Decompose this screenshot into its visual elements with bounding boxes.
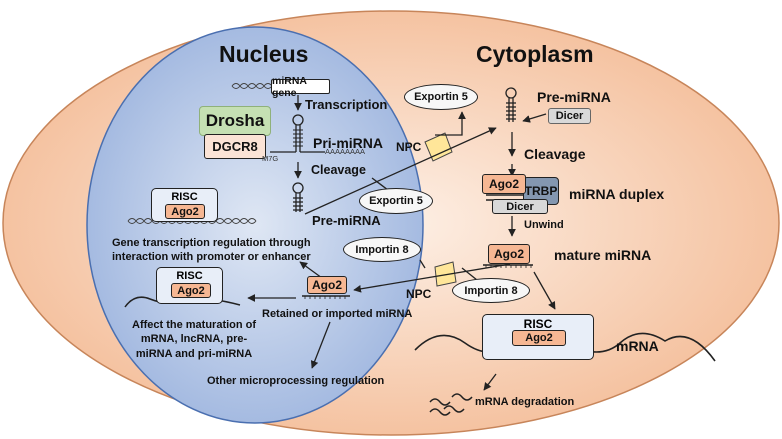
pre-mirna-nucleus-label: Pre-miRNA [312, 213, 381, 228]
pre-mirna-hairpin-nucleus [292, 182, 304, 212]
risc-cyto: RISC Ago2 [482, 314, 594, 360]
ago2-left-box: Ago2 [171, 283, 211, 298]
ago2-risc-box: Ago2 [512, 330, 566, 346]
exportin-top: Exportin 5 [404, 84, 478, 110]
risc-cyto-label: RISC [523, 317, 553, 331]
importin-left: Importin 8 [343, 237, 421, 262]
arrow-to-other-regulation [310, 321, 331, 369]
affect-maturation-label: Affect the maturation of mRNA, lncRNA, p… [132, 319, 257, 360]
polya-label: AAAAAAAA [325, 147, 366, 156]
mature-mirna-label: mature miRNA [554, 247, 652, 263]
cleavage-cyto-label: Cleavage [524, 146, 586, 162]
arrow-dicer-binding [522, 113, 547, 123]
drosha-box: Drosha [199, 106, 271, 136]
importin-left-tether [419, 259, 426, 269]
pri-mirna-ticks [293, 129, 303, 147]
exportin-export-path [435, 111, 466, 136]
npc-bottom-label: NPC [406, 287, 432, 301]
mirna-duplex-label: miRNA duplex [569, 186, 665, 202]
ago2-top-box: Ago2 [165, 204, 205, 219]
arrow-export-pre-mirna [304, 127, 497, 215]
dgcr8-box: DGCR8 [204, 134, 266, 159]
ago2-mature-box: Ago2 [488, 244, 530, 264]
pre-mirna-hairpin-cytoplasm [505, 87, 517, 122]
mirna-gene-box: miRNA gene [271, 75, 330, 99]
importin-right: Importin 8 [452, 278, 530, 303]
ago2-center-box: Ago2 [307, 276, 347, 294]
dicer-duplex-box: Dicer [492, 199, 548, 214]
nucleus-title: Nucleus [219, 41, 309, 67]
other-regulation-label: Other microprocessing regulation [207, 375, 385, 387]
ago2-center-mirna-ticks [304, 296, 346, 299]
mature-mirna-ticks [485, 265, 532, 268]
risc-left-label: RISC [176, 270, 203, 282]
npc-top-pore [424, 132, 453, 162]
npc-bottom-pore [434, 261, 457, 287]
pri-mirna-label: Pri-miRNA [313, 135, 384, 151]
mrna-fragments [429, 393, 473, 416]
cleavage-nucleus-label: Cleavage [311, 163, 366, 177]
retained-label: Retained or imported miRNA [262, 308, 413, 320]
nucleus-envelope [86, 26, 424, 424]
m7g-label: M7G [262, 154, 279, 163]
pre-mirna-cyto-label: Pre-miRNA [537, 89, 611, 105]
arrow-import-mature [353, 263, 511, 293]
mrna-label: mRNA [616, 338, 659, 354]
risc-top-label: RISC [171, 191, 198, 203]
unwind-label: Unwind [524, 219, 564, 231]
npc-top-label: NPC [396, 140, 422, 154]
ago2-duplex-box: Ago2 [482, 174, 526, 194]
gene-regulation-label: Gene transcription regulation through in… [112, 237, 311, 264]
mrna-degradation-label: mRNA degradation [475, 396, 575, 408]
risc-left: RISC Ago2 [156, 267, 223, 304]
risc-top: RISC Ago2 [151, 188, 218, 222]
dicer-box: Dicer [548, 108, 591, 124]
arrow-to-risc-cyto [533, 271, 556, 310]
importin-right-tether [461, 267, 478, 281]
arrow-to-gene-regulation [299, 261, 323, 279]
cytoplasm-title: Cytoplasm [476, 41, 594, 67]
exportin-mid: Exportin 5 [359, 188, 433, 214]
transcription-label: Transcription [305, 97, 388, 112]
arrow-mrna-degradation [483, 373, 497, 391]
